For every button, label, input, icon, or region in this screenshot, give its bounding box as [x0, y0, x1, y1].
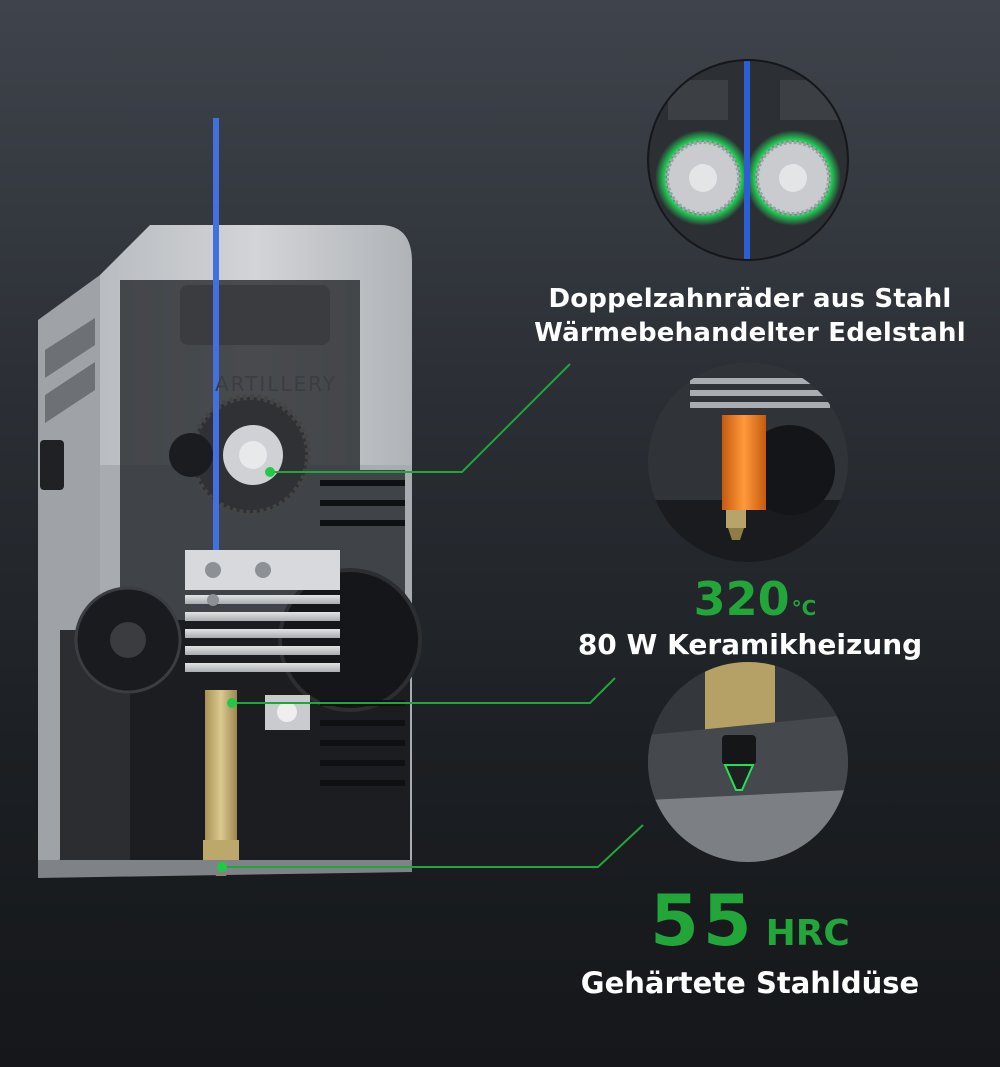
temperature-unit: °C: [791, 596, 817, 620]
callout-line-gears: [270, 363, 571, 473]
heater-temperature: 320°C: [660, 572, 850, 626]
gears-detail-photo: [647, 59, 849, 261]
callout-dot-gears: [265, 467, 275, 477]
hardness-value: 55: [650, 880, 756, 962]
nozzle-feature-label: Gehärtete Stahldüse: [580, 966, 920, 1000]
callout-dot-nozzle: [217, 862, 227, 872]
gears-feature-line1: Doppelzahnräder aus Stahl: [548, 284, 952, 314]
callout-dot-heater: [227, 698, 237, 708]
heater-detail-photo: [648, 362, 848, 562]
gears-feature-line2: Wärmebehandelter Edelstahl: [534, 318, 966, 348]
callout-lines: [222, 363, 644, 868]
hardness-unit: HRC: [765, 913, 850, 954]
brand-logo: ARTILLERY: [215, 372, 337, 396]
heater-feature-label: 80 W Keramikheizung: [577, 628, 923, 661]
nozzle-detail-photo: [648, 662, 848, 862]
temperature-value: 320: [693, 572, 790, 626]
callout-line-heater: [232, 677, 616, 704]
callout-line-nozzle: [222, 824, 644, 868]
extruder-body: [38, 118, 422, 878]
